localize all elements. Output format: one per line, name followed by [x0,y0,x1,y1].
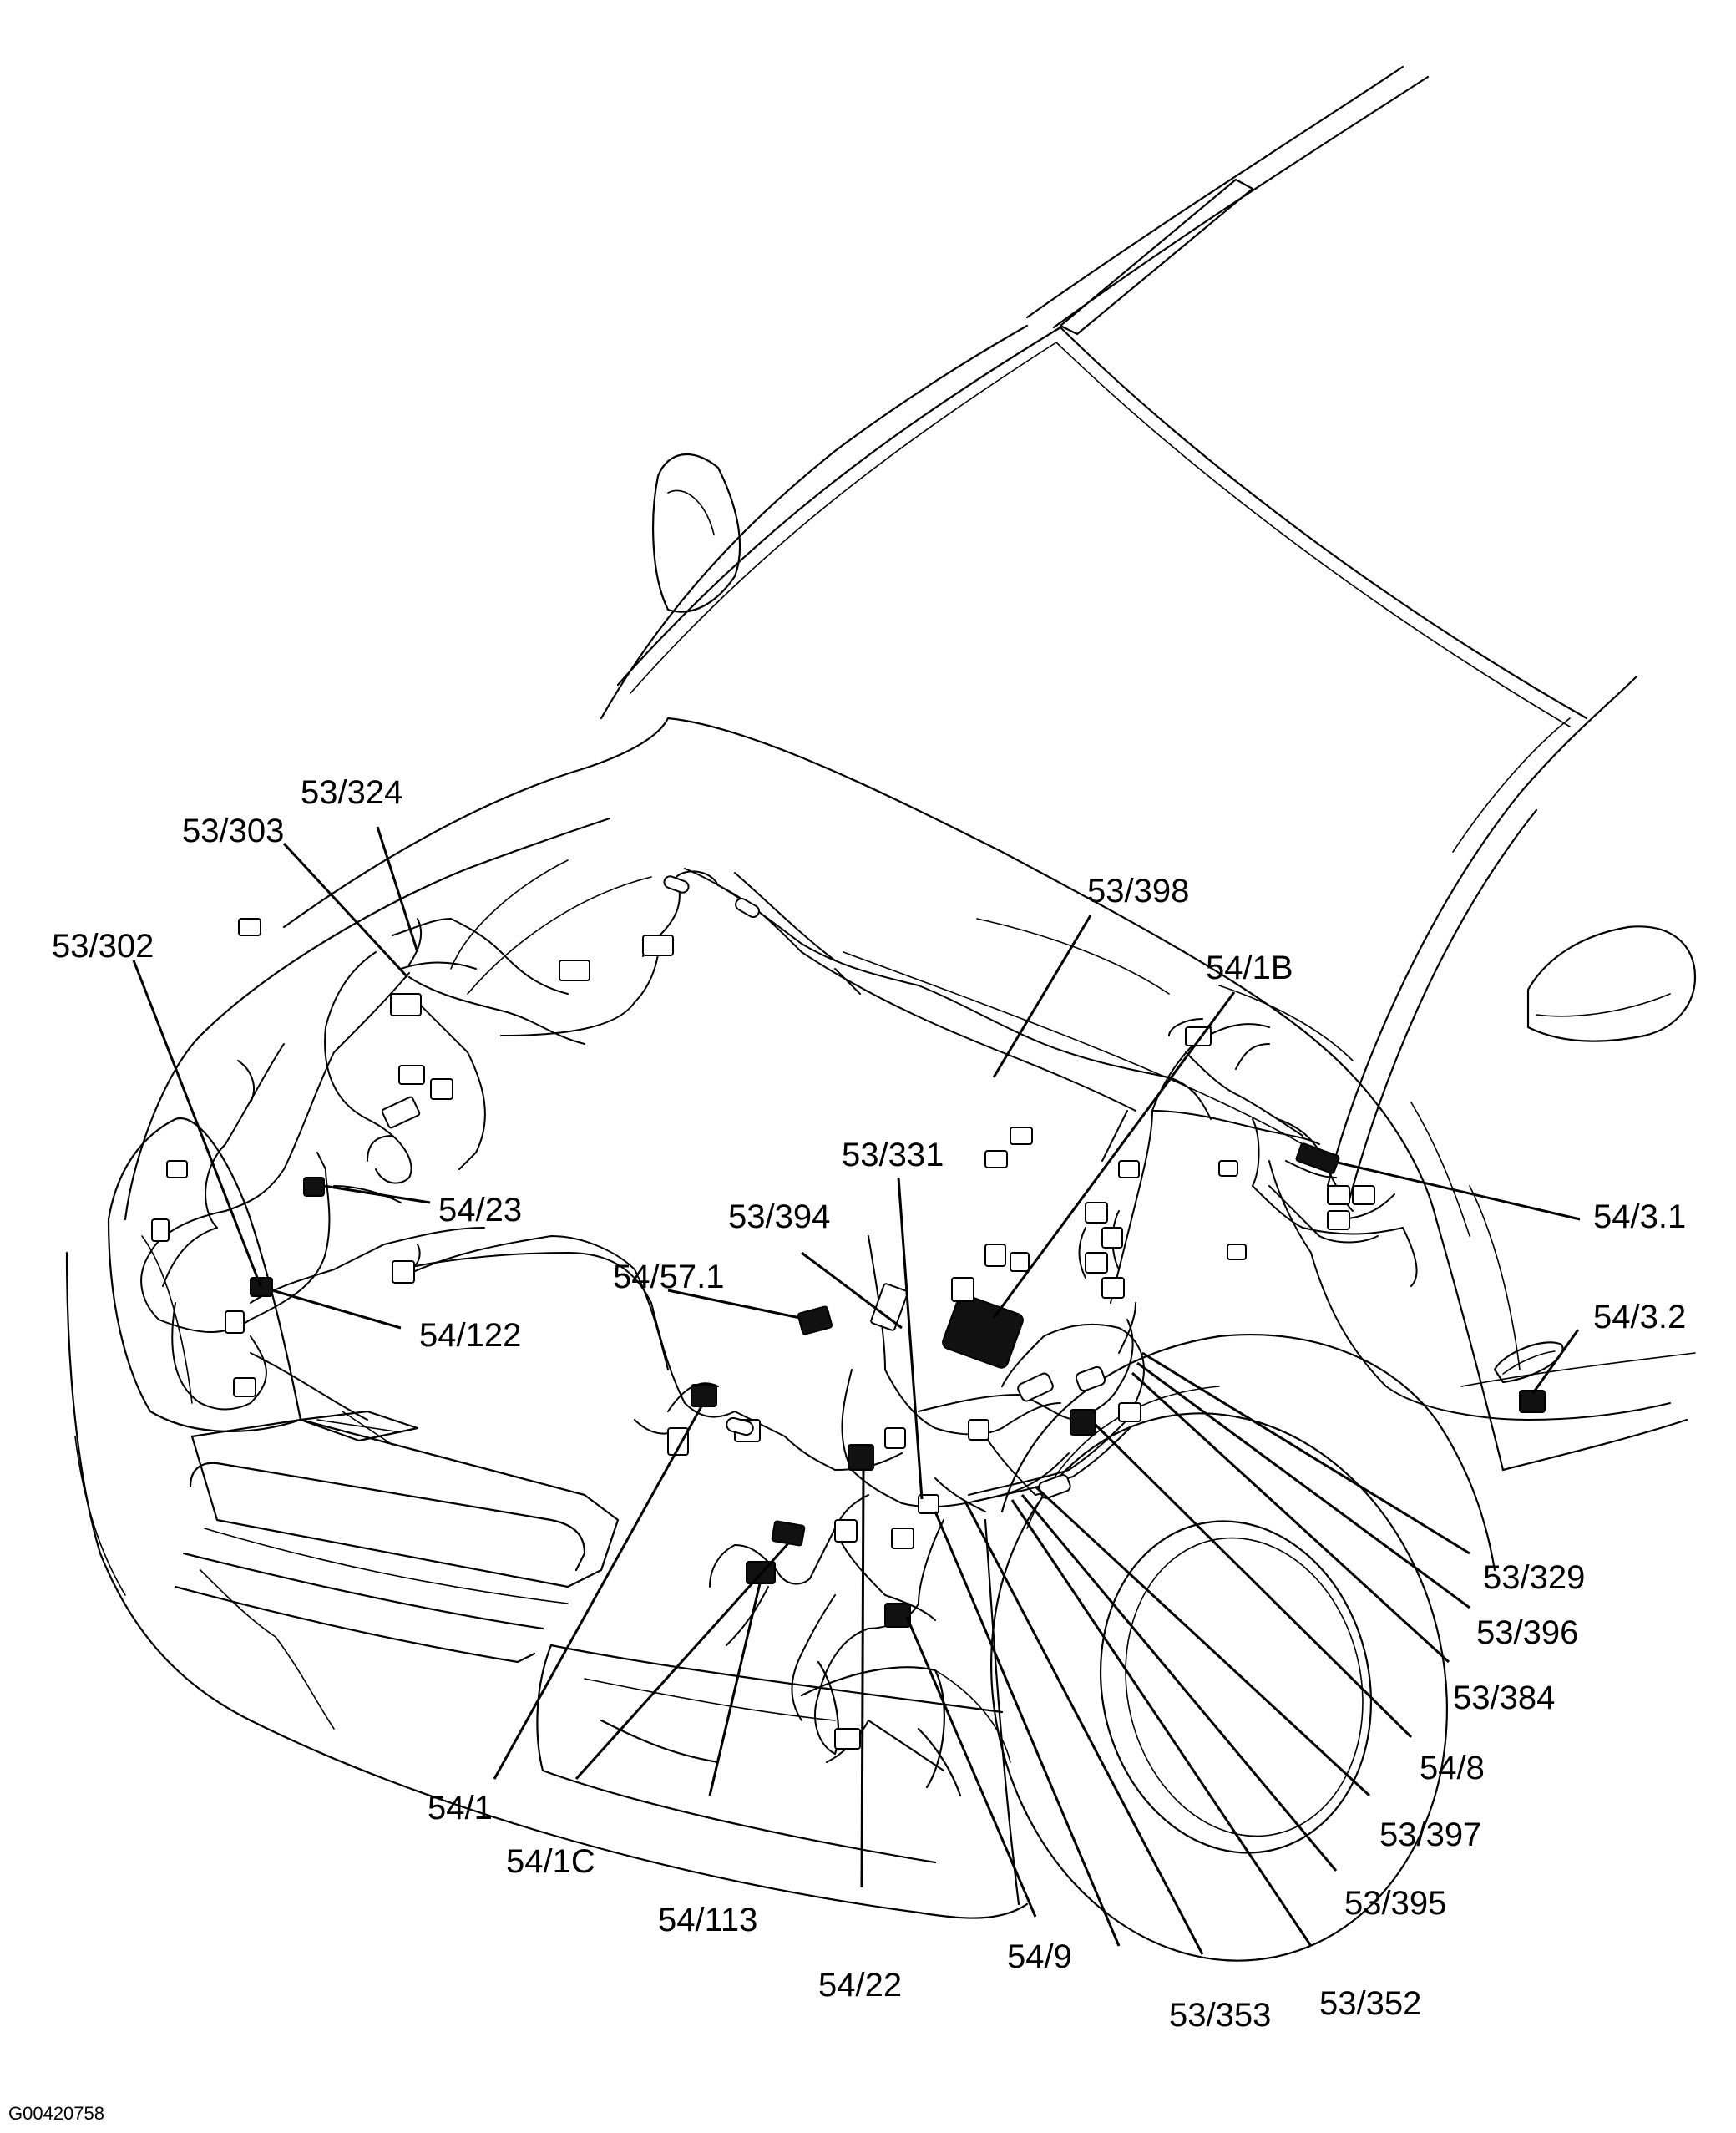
callout-53-329: 53/329 [1483,1559,1585,1596]
leader-lines [132,826,1581,1955]
callout-54-3-1: 54/3.1 [1593,1198,1686,1235]
connector-54-23 [303,1177,325,1197]
callout-54-1b: 54/1B [1206,950,1293,986]
callout-53-397: 53/397 [1379,1816,1481,1853]
callout-53-394: 53/394 [728,1198,830,1235]
callout-53-384: 53/384 [1453,1680,1555,1716]
callout-54-3-2: 54/3.2 [1593,1299,1686,1335]
connector-54-57-1 [797,1305,833,1335]
callout-53-396: 53/396 [1476,1614,1578,1651]
callout-54-22: 54/22 [818,1967,902,2004]
callout-53-324: 53/324 [301,774,402,811]
callout-53-303: 53/303 [182,813,284,849]
connector-54-122 [250,1277,273,1297]
callout-53-353: 53/353 [1169,1997,1271,2034]
callout-54-8: 54/8 [1420,1750,1485,1786]
callout-54-9: 54/9 [1007,1938,1072,1975]
callout-labels: 53/324 53/303 53/302 54/23 54/122 53/398… [52,774,1686,2034]
callout-54-57-1: 54/57.1 [613,1259,724,1295]
connector-54-8 [1070,1409,1096,1436]
callout-53-302: 53/302 [52,928,154,965]
connectors [151,875,1546,1750]
callout-54-1: 54/1 [428,1790,493,1826]
connector-54-22 [848,1444,874,1471]
callout-53-395: 53/395 [1344,1885,1446,1922]
callout-54-122: 54/122 [419,1317,521,1354]
callout-53-331: 53/331 [842,1137,944,1173]
connector-54-1 [691,1384,717,1407]
callout-54-113: 54/113 [658,1902,757,1938]
connector-54-9 [884,1603,911,1628]
callout-54-1c: 54/1C [506,1843,595,1880]
connector-54-1c [771,1520,806,1547]
wiring-harness [140,868,1671,1763]
figure-id: G00420758 [8,2103,104,2124]
connector-54-3-2 [1519,1390,1546,1413]
connector-54-1b [942,1294,1024,1369]
callout-53-398: 53/398 [1087,873,1189,909]
callout-54-23: 54/23 [438,1192,522,1229]
car-body-outline [65,65,1697,1962]
callout-53-352: 53/352 [1319,1985,1421,2022]
connector-54-3-1 [1295,1142,1340,1174]
